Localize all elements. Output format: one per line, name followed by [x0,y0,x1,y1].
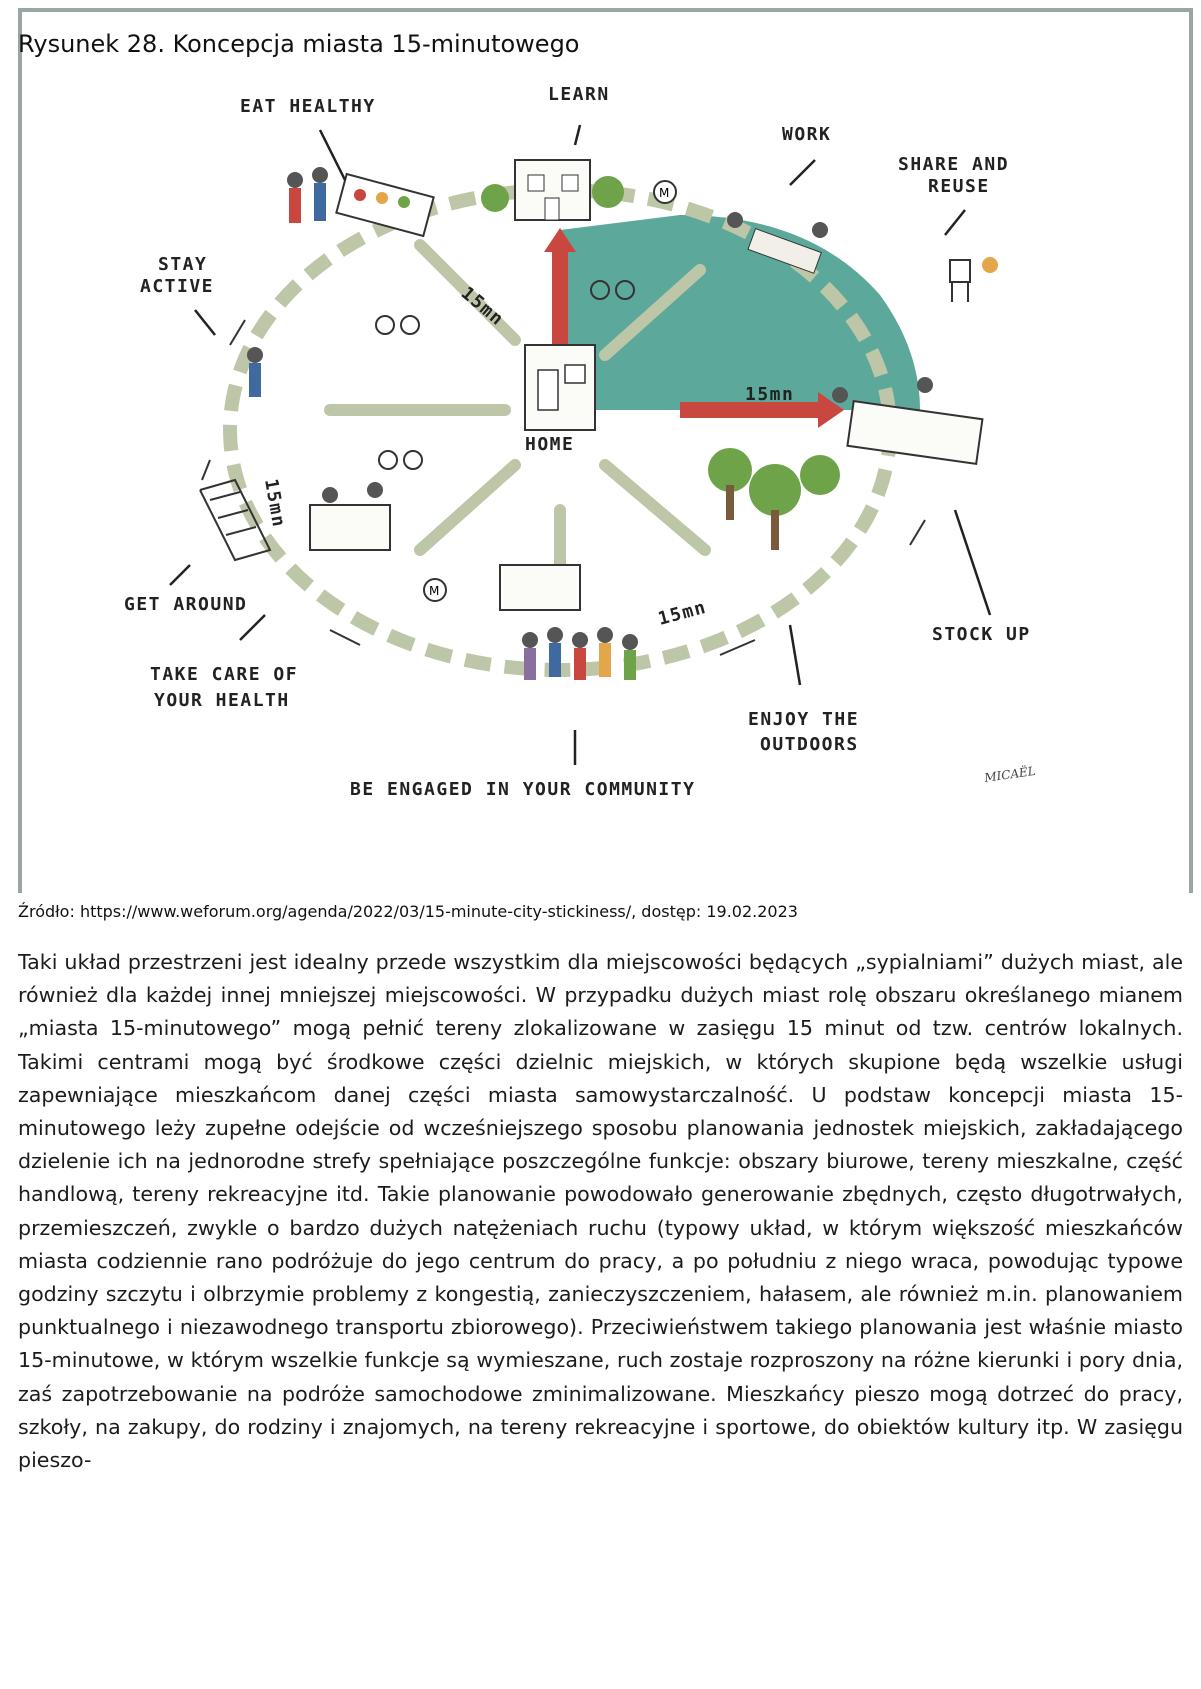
label-stay: STAY [158,254,207,275]
stairs-get-around [199,478,272,562]
person-stay-active [247,347,263,397]
fifteen-minute-city-illustration: 15mn 15mn 15mn 15mn HOME M M [124,84,1037,800]
label-15mn-right: 15mn [745,384,794,405]
metro-label-top: M [659,186,669,200]
label-your-health: YOUR HEALTH [154,690,290,711]
metro-label-bottom: M [429,584,439,598]
label-pointers [169,124,992,765]
work-desks [727,212,828,274]
label-active: ACTIVE [140,276,214,297]
metro-sign-top: M [653,180,677,204]
arrow-learn [544,228,576,360]
label-eat-healthy: EAT HEALTHY [240,96,376,117]
label-15mn-left: 15mn [260,477,289,529]
arrow-stock-up [680,392,844,428]
label-work: WORK [782,124,831,145]
people-eat-healthy [287,167,328,223]
market-stall [335,172,435,238]
cyclists [375,280,635,470]
body-paragraph: Taki układ przestrzeni jest idealny prze… [18,950,1183,1473]
label-15mn-topleft: 15mn [457,283,508,331]
community-building [499,564,581,611]
label-outdoors: OUTDOORS [760,734,859,755]
label-take-care: TAKE CARE OF [150,664,298,685]
label-share-and: SHARE AND [898,154,1009,175]
label-get-around: GET AROUND [124,594,247,615]
ring-arrows [201,319,926,656]
label-15mn-bottom: 15mn [656,597,709,630]
park-trees [708,448,840,550]
label-home: HOME [525,434,574,455]
label-enjoy-the: ENJOY THE [748,709,859,730]
label-learn: LEARN [548,84,610,105]
share-reuse-items [949,257,998,302]
school-building [481,159,624,221]
home-building [524,344,596,431]
clinic [309,482,391,551]
metro-sign-bottom: M [423,578,447,602]
figure-source: Źródło: https://www.weforum.org/agenda/2… [18,902,798,921]
label-reuse: REUSE [928,176,990,197]
community-people [522,627,638,680]
label-be-engaged: BE ENGAGED IN YOUR COMMUNITY [350,779,695,800]
figure-frame [18,8,1193,893]
figure-caption: Rysunek 28. Koncepcja miasta 15-minutowe… [18,30,580,58]
artist-signature: MICAËL [982,762,1036,785]
label-stock-up: STOCK UP [932,624,1031,645]
shop-stall [832,377,984,465]
park-area [560,215,920,410]
